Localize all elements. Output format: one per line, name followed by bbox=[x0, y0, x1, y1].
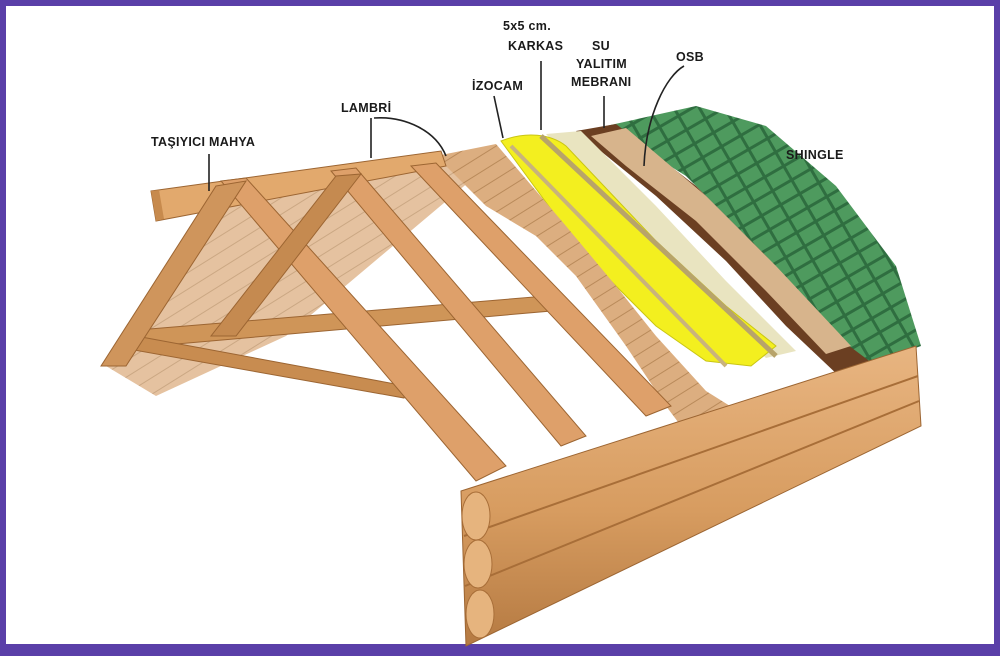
label-karkas-line2: KARKAS bbox=[508, 39, 563, 53]
lambri-boards-layer bbox=[436, 144, 916, 456]
insulation-layer bbox=[500, 134, 778, 368]
leader-lambri-b bbox=[373, 117, 447, 157]
label-tasiyici-mahya: TAŞIYICI MAHYA bbox=[151, 135, 255, 149]
leader-lines bbox=[208, 61, 685, 191]
labels: TAŞIYICI MAHYA LAMBRİ İZOCAM 5x5 cm. KAR… bbox=[151, 19, 844, 162]
label-karkas-line1: 5x5 cm. bbox=[503, 19, 551, 33]
roof-cross-section-diagram: TAŞIYICI MAHYA LAMBRİ İZOCAM 5x5 cm. KAR… bbox=[100, 19, 922, 647]
leader-osb bbox=[643, 65, 685, 167]
label-membrane-line3: MEBRANI bbox=[571, 75, 631, 89]
osb-layer bbox=[576, 124, 876, 378]
label-shingle: SHINGLE bbox=[786, 148, 844, 162]
leader-izocam bbox=[493, 95, 504, 139]
label-membrane-line2: YALITIM bbox=[576, 57, 627, 71]
label-izocam: İZOCAM bbox=[472, 78, 523, 93]
label-lambri: LAMBRİ bbox=[341, 100, 391, 115]
log-wall bbox=[460, 345, 922, 647]
rafters bbox=[100, 162, 672, 482]
water-membrane-layer bbox=[546, 131, 796, 358]
label-osb: OSB bbox=[676, 50, 704, 64]
label-membrane-line1: SU bbox=[592, 39, 610, 53]
shingle-layer bbox=[606, 106, 921, 366]
